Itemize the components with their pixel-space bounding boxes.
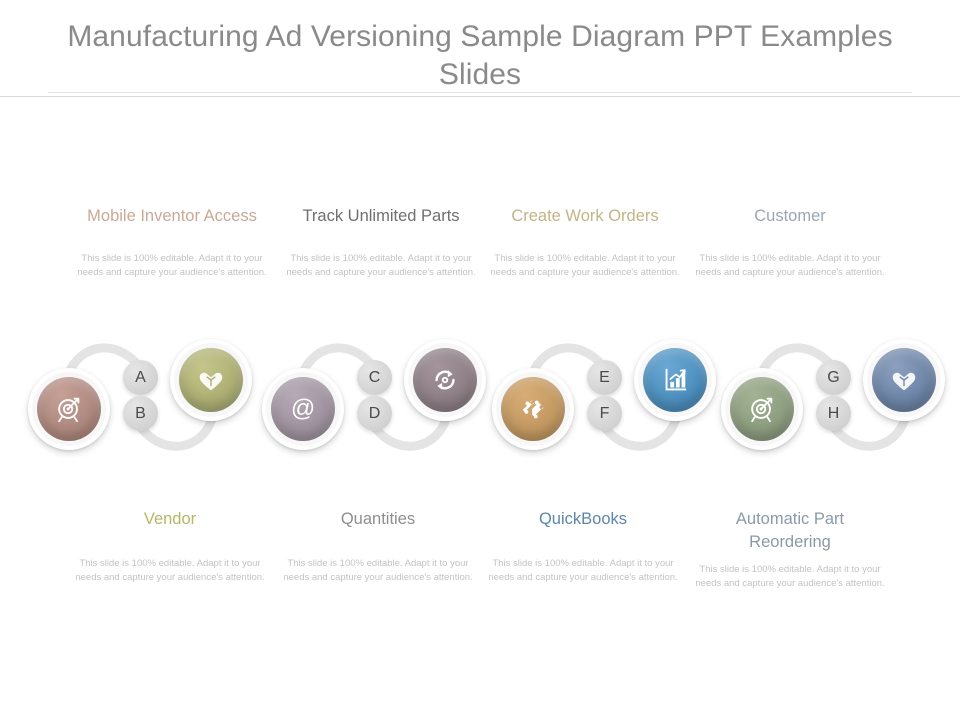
node-icon-circle-target-2[interactable]: [721, 368, 803, 450]
refresh-gear-icon: [435, 370, 455, 390]
bottom-description-4: This slide is 100% editable. Adapt it to…: [695, 564, 885, 589]
bottom-description-1: This slide is 100% editable. Adapt it to…: [75, 558, 265, 583]
header-divider: [48, 92, 912, 93]
connector-badge-d[interactable]: D: [357, 396, 392, 431]
node-icon-circle-at-sign[interactable]: @: [262, 368, 344, 450]
bar-chart-growth-icon: [665, 368, 687, 391]
page-title: Manufacturing Ad Versioning Sample Diagr…: [67, 20, 893, 91]
bottom-label-1: Vendor: [143, 510, 197, 528]
handshake-icon: [892, 372, 916, 391]
node-icon-circle-target[interactable]: [28, 368, 110, 450]
svg-text:@: @: [291, 395, 315, 422]
target-icon: [751, 397, 773, 423]
connector-badge-f[interactable]: F: [587, 396, 622, 431]
bottom-label-4: Automatic Part Reordering: [735, 510, 845, 551]
connector-badge-g[interactable]: G: [816, 360, 851, 395]
connector-badge-b[interactable]: B: [123, 396, 158, 431]
at-sign-icon: @: [291, 395, 315, 422]
top-description-4: This slide is 100% editable. Adapt it to…: [695, 253, 885, 278]
node-icon-circle-handshake[interactable]: [170, 339, 252, 421]
target-icon: [58, 397, 80, 423]
connector-badge-e[interactable]: E: [587, 360, 622, 395]
puzzle-icon: [522, 400, 544, 419]
top-label-3: Create Work Orders: [511, 207, 659, 225]
handshake-icon: [199, 372, 223, 391]
bottom-description-2: This slide is 100% editable. Adapt it to…: [283, 558, 473, 583]
top-description-2: This slide is 100% editable. Adapt it to…: [286, 253, 476, 278]
top-description-3: This slide is 100% editable. Adapt it to…: [490, 253, 680, 278]
top-description-1: This slide is 100% editable. Adapt it to…: [77, 253, 267, 278]
bottom-description-3: This slide is 100% editable. Adapt it to…: [488, 558, 678, 583]
top-label-2: Track Unlimited Parts: [302, 207, 460, 225]
node-icon-circle-handshake-2[interactable]: [863, 339, 945, 421]
node-group-1: A B: [20, 335, 260, 460]
bottom-label-3: QuickBooks: [538, 510, 628, 528]
node-group-3: E F: [484, 335, 724, 460]
top-label-4: Customer: [754, 207, 826, 225]
connector-badge-h[interactable]: H: [816, 396, 851, 431]
node-icon-circle-refresh-gear[interactable]: [404, 339, 486, 421]
connector-badge-c[interactable]: C: [357, 360, 392, 395]
node-icon-circle-bar-chart-growth[interactable]: [634, 339, 716, 421]
node-group-2: @ C D: [254, 335, 494, 460]
node-icon-circle-puzzle[interactable]: [492, 368, 574, 450]
top-label-1: Mobile Inventor Access: [87, 207, 257, 225]
connector-badge-a[interactable]: A: [123, 360, 158, 395]
node-group-4: G H: [713, 335, 953, 460]
bottom-label-2: Quantities: [340, 510, 416, 528]
slide-header: Manufacturing Ad Versioning Sample Diagr…: [0, 0, 960, 97]
